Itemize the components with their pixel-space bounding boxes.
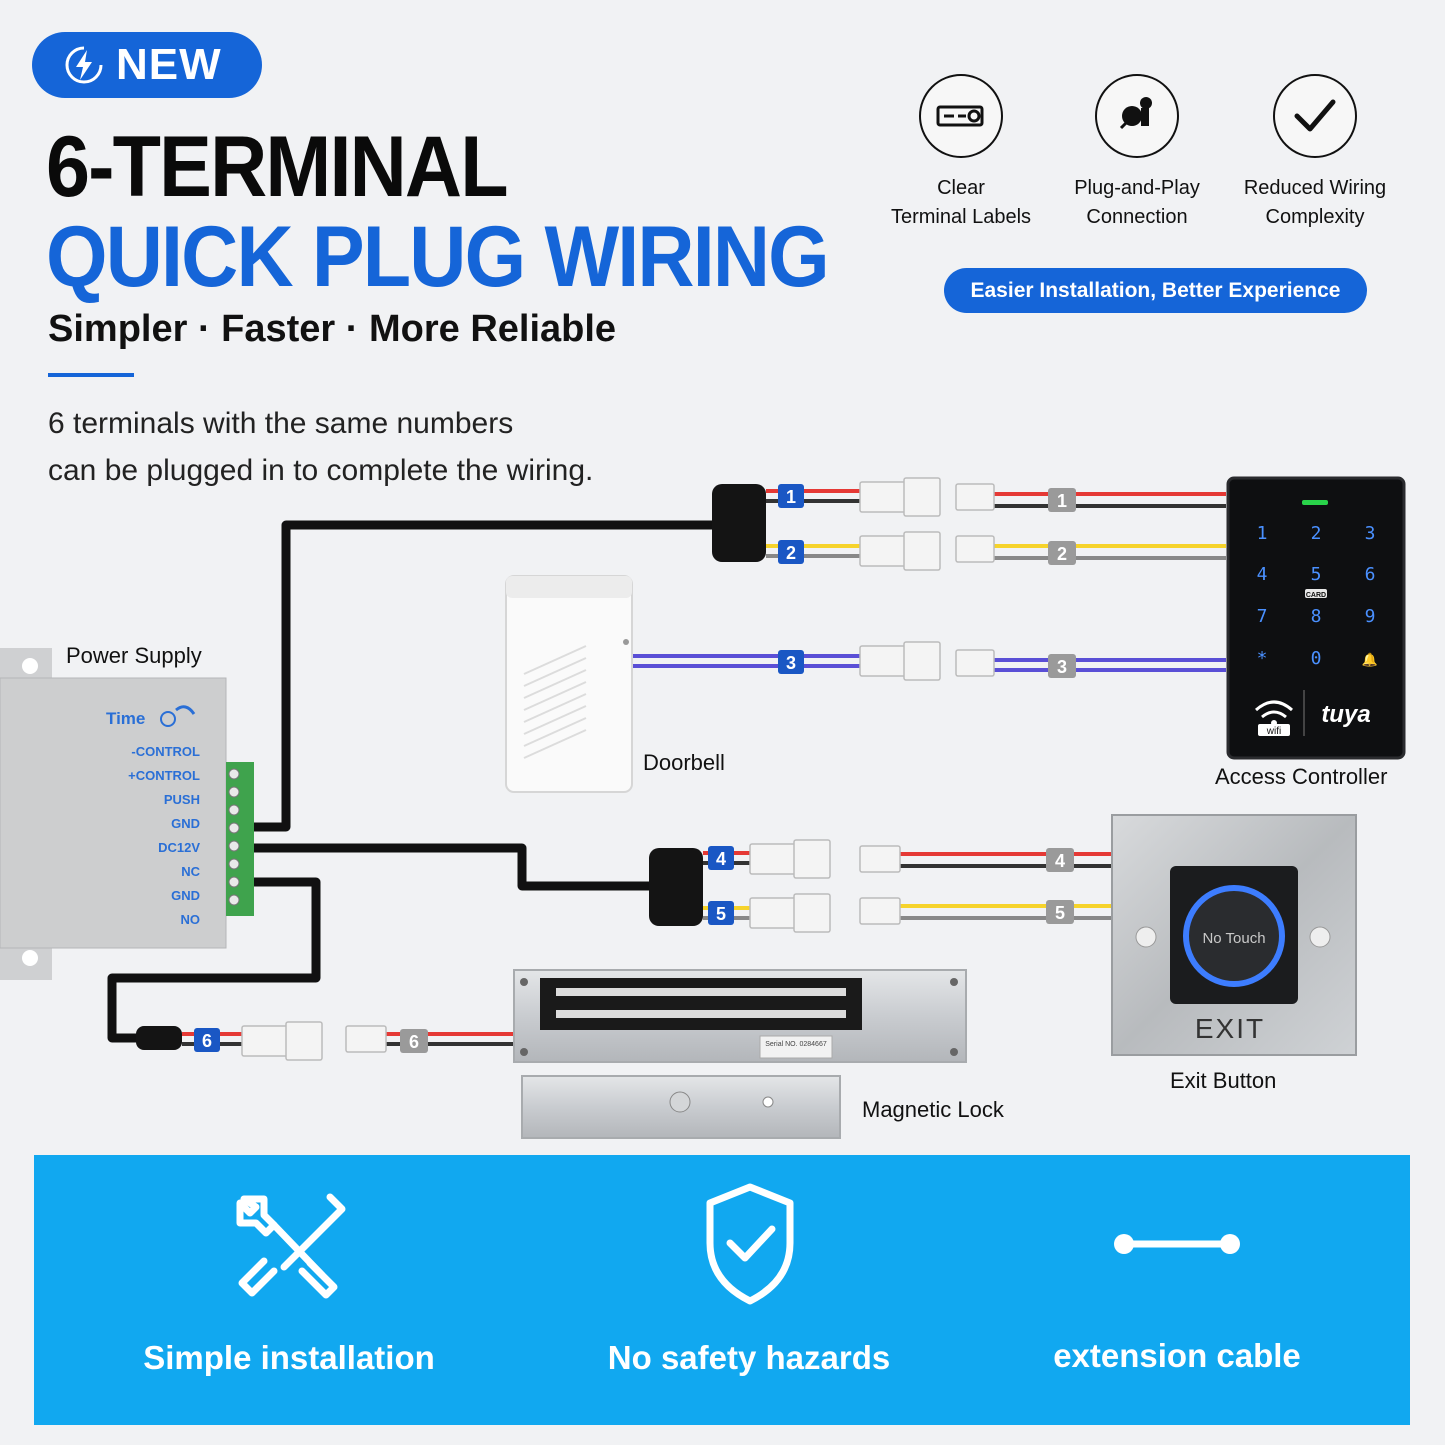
key-bell: 🔔 bbox=[1362, 652, 1378, 668]
wiring-diagram: 1 2 3 4 5 6 1 2 3 4 5 6 bbox=[0, 476, 1406, 1139]
feature-label-1b: Terminal Labels bbox=[890, 206, 1032, 228]
shield-check-icon bbox=[706, 1183, 794, 1305]
wifi-label: wifi bbox=[1266, 726, 1281, 737]
tagline-pill: Easier Installation, Better Experience bbox=[944, 268, 1367, 313]
divider bbox=[48, 373, 134, 377]
benefits-band: Simple installation No safety hazards ex… bbox=[34, 1155, 1410, 1425]
wifi-icon bbox=[1255, 700, 1293, 719]
key-4: 4 bbox=[1257, 564, 1268, 585]
terminal-label: NC bbox=[181, 864, 200, 879]
title-line-2: QUICK PLUG WIRING bbox=[46, 209, 830, 305]
exit-text: EXIT bbox=[1195, 1013, 1265, 1044]
tuya-logo: tuya bbox=[1321, 701, 1370, 728]
connectors bbox=[241, 477, 995, 1061]
maglock-plate-text: Serial NO. 0284667 bbox=[765, 1041, 827, 1048]
doorbell-label: Doorbell bbox=[643, 750, 725, 775]
plug-icon bbox=[1095, 74, 1179, 158]
time-label: Time bbox=[106, 709, 146, 728]
terminal-label: PUSH bbox=[163, 792, 200, 807]
benefit-extension-cable: extension cable bbox=[962, 1155, 1392, 1425]
terminal-label: +CONTROL bbox=[128, 768, 200, 783]
key-6: 6 bbox=[1365, 564, 1376, 585]
splitter-top bbox=[712, 484, 766, 562]
benefit-label-1: Simple installation bbox=[143, 1339, 435, 1376]
key-1: 1 bbox=[1257, 523, 1268, 544]
power-supply-label: Power Supply bbox=[66, 643, 202, 668]
benefit-label-2: No safety hazards bbox=[607, 1339, 891, 1376]
subtitle: Simpler · Faster · More Reliable bbox=[48, 308, 617, 350]
tag-6: 6 bbox=[202, 1031, 212, 1051]
key-9: 9 bbox=[1365, 606, 1376, 627]
feature-terminal-labels: Clear Terminal Labels bbox=[871, 74, 1051, 232]
description: 6 terminals with the same numbers can be… bbox=[48, 400, 688, 494]
tools-icon bbox=[236, 1193, 346, 1299]
terminal-label: NO bbox=[180, 912, 201, 927]
tag-5-far: 5 bbox=[1055, 903, 1065, 923]
benefit-no-safety-hazards: No safety hazards bbox=[534, 1155, 964, 1425]
no-touch-text: No Touch bbox=[1202, 930, 1265, 947]
terminal-label-icon bbox=[919, 74, 1003, 158]
splitter-mid bbox=[649, 848, 703, 926]
exit-button-label: Exit Button bbox=[1170, 1068, 1277, 1093]
key-8: 8 bbox=[1311, 606, 1322, 627]
key-star: * bbox=[1257, 648, 1268, 669]
wire-tags-blue: 1 2 3 4 5 6 bbox=[194, 484, 804, 1052]
key-5: 5 bbox=[1311, 564, 1322, 585]
check-icon bbox=[1273, 74, 1357, 158]
tag-3-far: 3 bbox=[1057, 657, 1067, 677]
tag-2: 2 bbox=[786, 543, 796, 563]
power-supply-box bbox=[0, 648, 254, 980]
tag-1: 1 bbox=[786, 487, 796, 507]
benefit-label-3: extension cable bbox=[1053, 1337, 1301, 1374]
tag-6-far: 6 bbox=[409, 1032, 419, 1052]
key-2: 2 bbox=[1311, 523, 1322, 544]
key-0: 0 bbox=[1311, 648, 1322, 669]
wire-tags-gray: 1 2 3 4 5 6 bbox=[400, 488, 1076, 1053]
feature-label-2a: Plug-and-Play bbox=[1074, 177, 1200, 199]
magnetic-lock-label: Magnetic Lock bbox=[862, 1097, 1004, 1122]
feature-label-3a: Reduced Wiring bbox=[1243, 177, 1387, 199]
exit-button-device: No Touch EXIT bbox=[1111, 814, 1357, 1056]
feature-plug-and-play: Plug-and-Play Connection bbox=[1047, 74, 1227, 232]
tag-1-far: 1 bbox=[1057, 491, 1067, 511]
tag-2-far: 2 bbox=[1057, 544, 1067, 564]
terminal-label: GND bbox=[171, 816, 200, 831]
splitter-bottom bbox=[136, 1026, 182, 1050]
tag-4: 4 bbox=[716, 849, 726, 869]
terminal-label: GND bbox=[171, 888, 200, 903]
key-3: 3 bbox=[1365, 523, 1376, 544]
tag-3: 3 bbox=[786, 653, 796, 673]
new-badge: NEW bbox=[32, 32, 262, 98]
title-line-1: 6-TERMINAL bbox=[46, 119, 509, 215]
access-controller-label: Access Controller bbox=[1215, 764, 1388, 789]
feature-label-2b: Connection bbox=[1086, 206, 1188, 228]
benefit-simple-installation: Simple installation bbox=[74, 1155, 504, 1425]
tag-5: 5 bbox=[716, 904, 726, 924]
access-controller-device: 1 2 3 4 5 6 7 8 9 * 0 🔔 CARD wifi tuya bbox=[1226, 476, 1406, 760]
cable-icon bbox=[1114, 1234, 1240, 1254]
tag-4-far: 4 bbox=[1055, 851, 1065, 871]
main-cables bbox=[107, 520, 716, 1043]
card-label: CARD bbox=[1306, 592, 1326, 599]
magnetic-lock-device: Serial NO. 0284667 bbox=[513, 969, 967, 1139]
lightning-icon bbox=[65, 46, 103, 84]
terminal-labels: -CONTROL +CONTROL PUSH GND DC12V NC GND … bbox=[100, 740, 200, 932]
terminal-label: -CONTROL bbox=[131, 744, 200, 759]
key-7: 7 bbox=[1257, 606, 1268, 627]
badge-label: NEW bbox=[116, 40, 222, 89]
feature-label-3b: Complexity bbox=[1265, 206, 1365, 228]
feature-reduced-wiring: Reduced Wiring Complexity bbox=[1225, 74, 1405, 232]
feature-label-1a: Clear bbox=[937, 177, 985, 199]
description-line-2: can be plugged in to complete the wiring… bbox=[48, 454, 594, 487]
description-line-1: 6 terminals with the same numbers bbox=[48, 407, 514, 440]
terminal-label: DC12V bbox=[158, 840, 200, 855]
doorbell-device bbox=[505, 575, 633, 793]
